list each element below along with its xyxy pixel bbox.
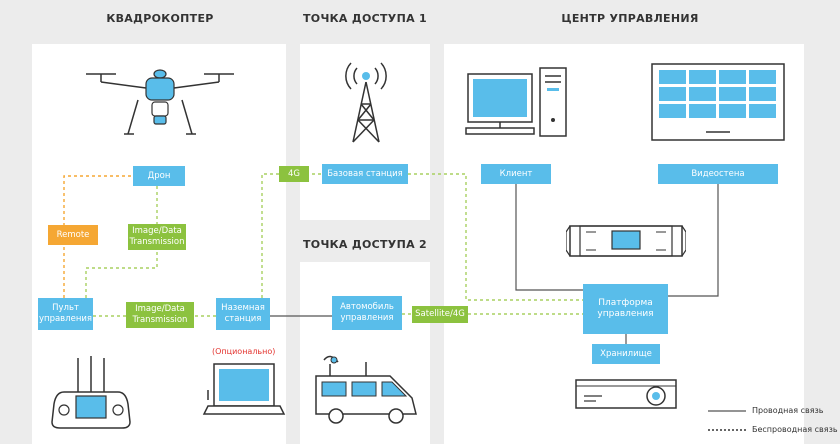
section-title-control-center: ЦЕНТР УПРАВЛЕНИЯ [561,12,699,25]
laptop-icon [202,363,286,415]
image-data-transmission-label-1: Image/Data Transmission [128,224,186,250]
radio-tower-icon [345,62,387,143]
section-title-drone: КВАДРОКОПТЕР [106,12,214,25]
legend-wired-label: Проводная связь [752,406,824,415]
management-platform-node: Платформа управления [583,284,668,334]
base-station-node: Базовая станция [322,164,408,184]
client-node: Клиент [481,164,551,184]
legend-wireless-label: Беспроводная связь [752,425,838,434]
client-to-platform-line [515,184,583,291]
drone-icon [86,69,234,135]
image-data-transmission-label-2: Image/Data Transmission [126,302,194,328]
video-wall-node: Видеостена [658,164,778,184]
videowall-to-platform-line [668,184,719,297]
4g-link-label: 4G [279,166,309,182]
remote-link-line [63,175,133,298]
video-wall-icon [651,63,785,141]
remote-controller-node: Пульт управления [38,298,93,330]
van-icon [315,355,417,424]
control-vehicle-node: Автомобиль управления [332,296,402,330]
remote-controller-icon [51,356,131,429]
satellite-4g-label: Satellite/4G [412,306,468,323]
remote-link-label: Remote [48,225,98,245]
image-link-drone-line [85,186,158,298]
ground-station-node: Наземная станция [216,298,270,330]
drone-node: Дрон [133,166,185,186]
section-title-access-point-2: ТОЧКА ДОСТУПА 2 [303,238,427,251]
storage-node: Хранилище [592,344,660,364]
section-title-access-point-1: ТОЧКА ДОСТУПА 1 [303,12,427,25]
projector-icon [575,379,677,409]
base-to-platform-line [408,173,583,301]
desktop-computer-icon [465,67,567,137]
server-rack-icon [566,225,686,257]
optional-note: (Опционально) [212,347,276,356]
ground-to-base-line [261,173,322,298]
